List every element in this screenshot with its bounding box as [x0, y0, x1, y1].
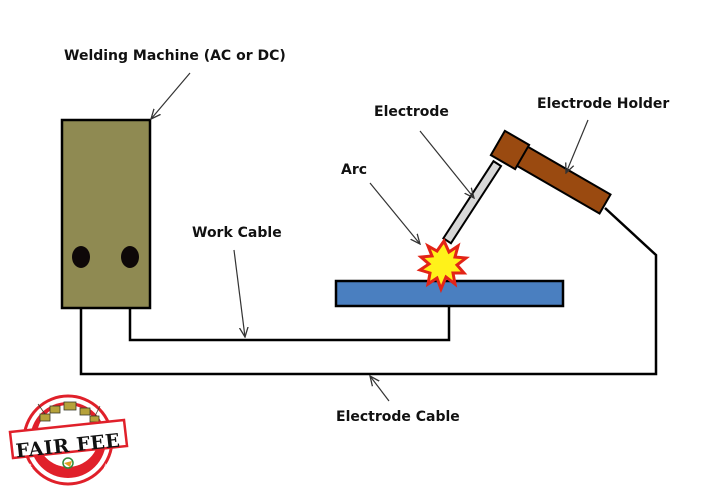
workpiece — [334, 279, 565, 308]
label-arc: Arc — [341, 162, 367, 178]
label-electrode-holder: Electrode Holder — [537, 96, 669, 112]
fair-fee-logo: FAIR FEE OPERATORS & ARTISAN TRAINING AC… — [8, 394, 129, 492]
holder-pointer-arrow — [566, 119, 589, 173]
label-electrode-cable: Electrode Cable — [336, 409, 460, 425]
machinery-icons — [37, 401, 101, 423]
electrode-holder — [489, 129, 612, 215]
machine-terminal-work — [121, 246, 139, 268]
logo-banner — [8, 418, 129, 460]
label-electrode: Electrode — [374, 104, 449, 120]
machine-terminal-electrode — [72, 246, 90, 268]
label-work-cable: Work Cable — [192, 225, 282, 241]
label-welding-machine: Welding Machine (AC or DC) — [64, 48, 286, 64]
electrode-cable — [79, 207, 658, 376]
electrode-pointer-arrow — [419, 130, 474, 198]
electrode-rod — [442, 159, 503, 245]
welding-machine — [60, 118, 152, 310]
electrode-cable-pointer-arrow — [370, 376, 390, 402]
work-cable-pointer-arrow — [233, 249, 245, 337]
electrode-holder-head — [489, 129, 531, 171]
arc-spark — [416, 237, 470, 294]
arc-pointer-arrow — [369, 182, 420, 244]
machine-pointer-arrow — [151, 72, 191, 119]
